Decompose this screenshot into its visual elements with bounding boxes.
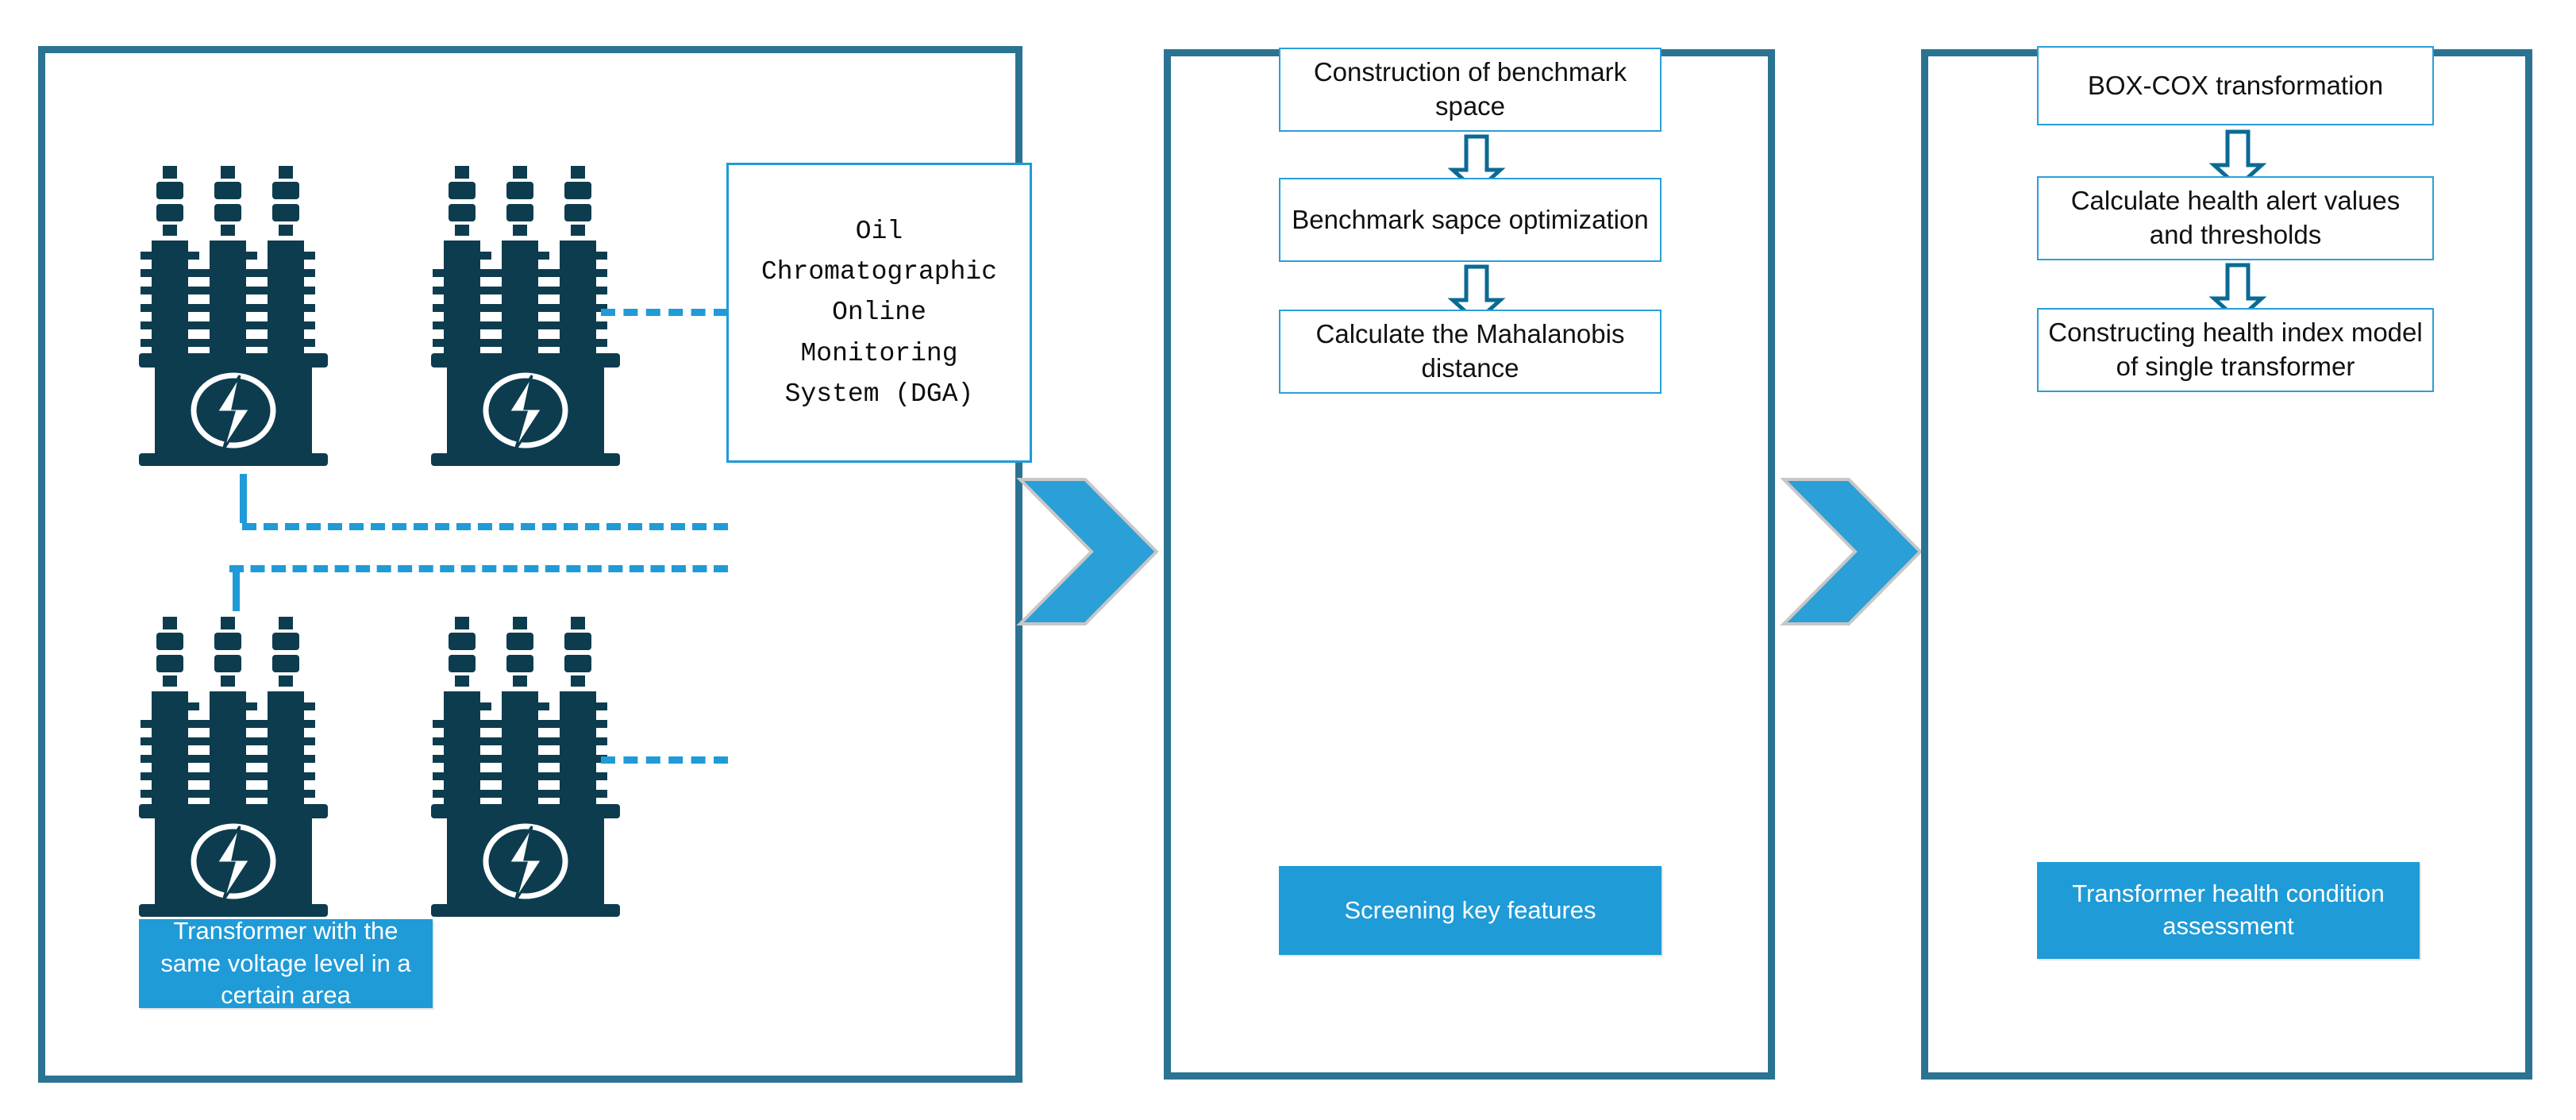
transformer-icon (134, 609, 333, 926)
connector-line-bus-upper (242, 523, 728, 530)
transformer-icon (426, 609, 625, 926)
step-box-calculate-health-alert-values-and-thresholds: Calculate health alert values and thresh… (2037, 176, 2434, 260)
banner-transformer-sources: Transformer with the same voltage level … (139, 917, 433, 1009)
transformer-icon (426, 158, 625, 475)
step-box-construction-of-benchmark-space: Construction of benchmark space (1279, 48, 1662, 132)
connector-line-vertical-lower (233, 565, 240, 611)
stage-arrow-right-icon (1780, 476, 1923, 627)
banner-screening-key-features: Screening key features (1279, 866, 1662, 955)
banner-health-condition-assessment: Transformer health condition assessment (2037, 862, 2420, 959)
connector-line-bottom (601, 756, 728, 764)
step-box-box-cox-transformation: BOX-COX transformation (2037, 46, 2434, 125)
connector-line-bus-lower (229, 565, 728, 572)
step-box-benchmark-space-optimization: Benchmark sapce optimization (1279, 178, 1662, 262)
dga-monitoring-system-label: Oil Chromatographic Online Monitoring Sy… (760, 217, 998, 409)
panel-transformer-sources: Oil Chromatographic Online Monitoring Sy… (38, 46, 1032, 1083)
step-box-calculate-the-mahalanobis-distance: Calculate the Mahalanobis distance (1279, 310, 1662, 394)
connector-line-vertical-upper (240, 474, 247, 523)
transformer-icon (134, 158, 333, 475)
dga-monitoring-system-box: Oil Chromatographic Online Monitoring Sy… (726, 163, 1032, 463)
stage-arrow-right-icon (1016, 476, 1159, 627)
step-box-constructing-health-index-model: Constructing health index model of singl… (2037, 308, 2434, 392)
down-arrow-icon (2208, 129, 2267, 190)
connector-line-top (601, 309, 728, 316)
